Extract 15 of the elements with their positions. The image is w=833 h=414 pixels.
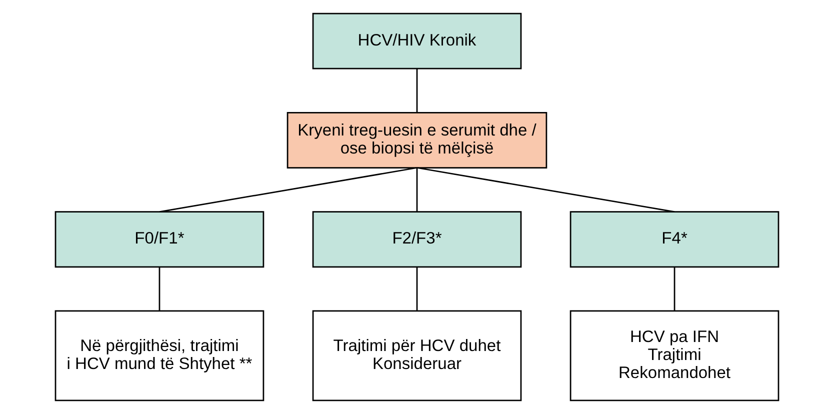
connector [673, 266, 675, 311]
node-box: HCV pa IFN Trajtimi Rekomandohet [569, 310, 779, 402]
connector [158, 167, 417, 212]
connector [158, 266, 160, 311]
connector [416, 167, 674, 212]
connector [416, 68, 418, 113]
node-box: Në përgjithësi, trajtimi i HCV mund të Shtyhet ** [54, 310, 264, 402]
connector [416, 266, 418, 311]
node-box: F0/F1* [54, 211, 264, 268]
connector [416, 168, 418, 212]
node-box: F4* [569, 211, 779, 268]
node-box: Trajtimi për HCV duhet Konsideruar [312, 310, 522, 402]
node-box: HCV/HIV Kronik [312, 12, 522, 70]
node-box: F2/F3* [312, 211, 522, 268]
node-box: Kryeni treg-uesin e serumit dhe / ose biopsi të mëlçisë [286, 112, 547, 168]
